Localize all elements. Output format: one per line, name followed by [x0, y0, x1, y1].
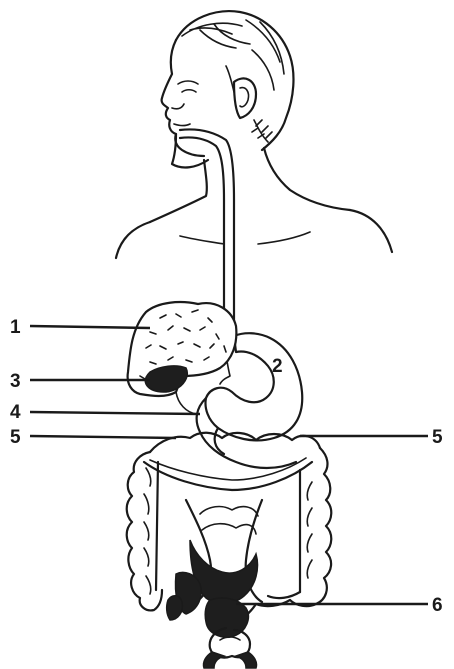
label-3: 3: [10, 371, 21, 392]
label-5-right: 5: [432, 427, 443, 448]
shoulders-outline: [116, 210, 392, 258]
small-intestine: [167, 500, 262, 637]
leader-1: [30, 326, 150, 328]
label-4: 4: [10, 402, 21, 423]
label-6: 6: [432, 595, 443, 616]
leader-4: [30, 412, 200, 414]
label-2: 2: [272, 356, 283, 377]
label-1: 1: [10, 317, 21, 338]
duodenum: [176, 392, 296, 468]
label-5-left: 5: [10, 427, 21, 448]
head-outline: [150, 11, 350, 222]
leader-5-left: [30, 436, 176, 438]
